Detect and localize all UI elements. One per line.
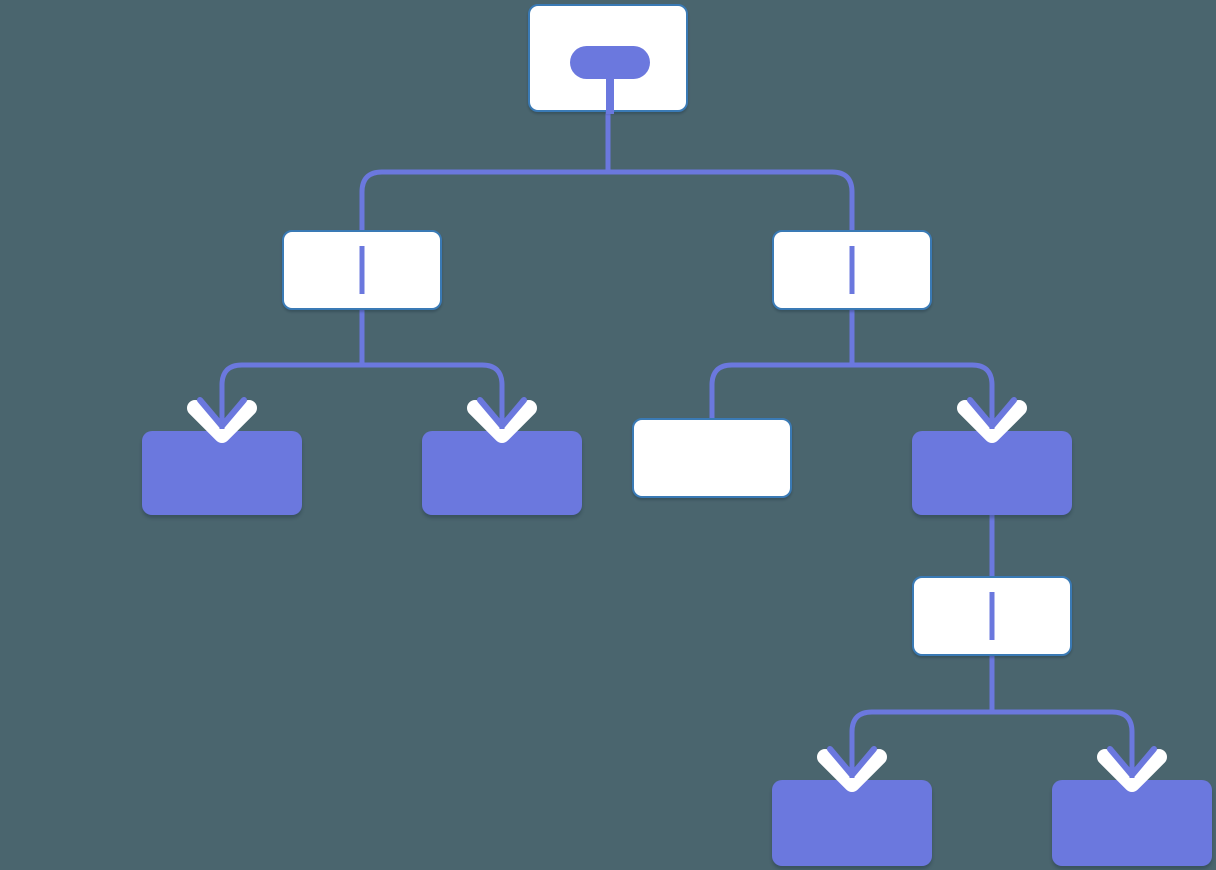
node-l5-left[interactable] — [772, 780, 932, 866]
node-l2-left[interactable] — [282, 230, 442, 310]
node-l3-d[interactable] — [912, 431, 1072, 515]
node-l3-a[interactable] — [142, 431, 302, 515]
node-l5-right[interactable] — [1052, 780, 1212, 866]
node-l3-b[interactable] — [422, 431, 582, 515]
node-pill-badge — [570, 46, 650, 79]
node-l2-right[interactable] — [772, 230, 932, 310]
node-pill-stub — [606, 76, 614, 114]
node-root[interactable] — [528, 4, 688, 114]
node-l4[interactable] — [912, 576, 1072, 656]
node-l3-c[interactable] — [632, 418, 792, 498]
